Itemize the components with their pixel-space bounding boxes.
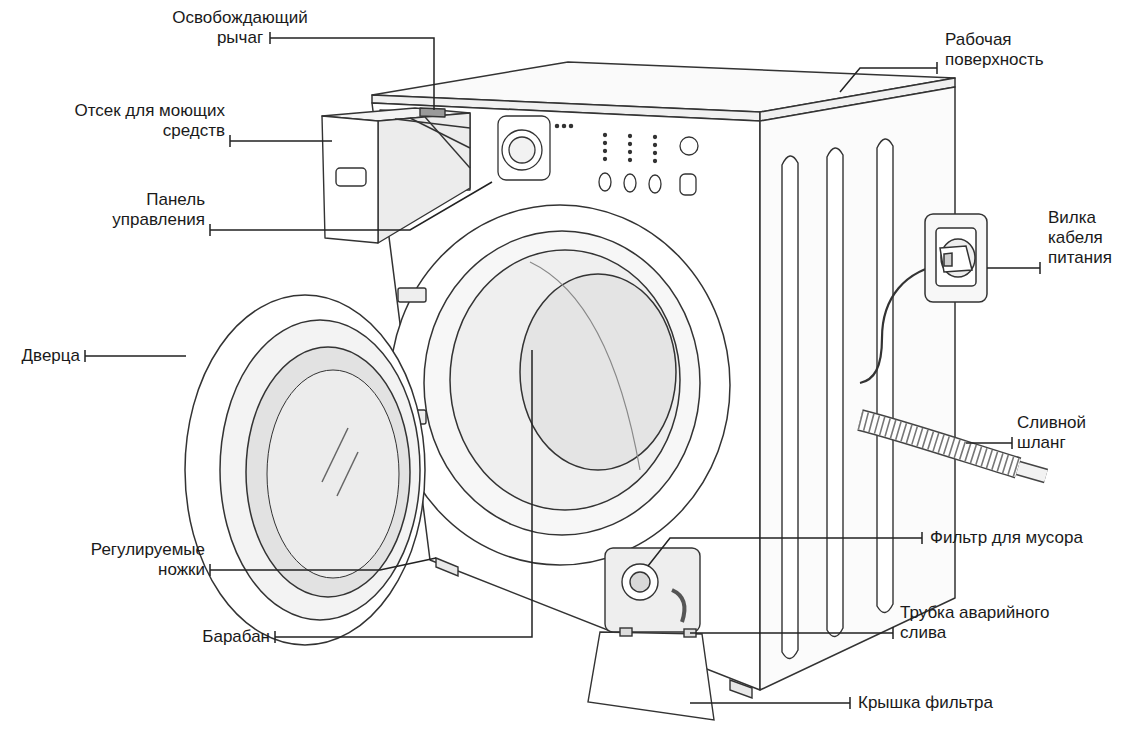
power-plug-part	[944, 253, 952, 266]
leader-lines	[85, 32, 1040, 709]
door-part	[185, 295, 425, 645]
part-label: Крышка фильтра	[858, 693, 1058, 713]
filter-part	[620, 628, 632, 636]
drum-opening-part	[520, 274, 676, 470]
drain-hose-part	[1018, 468, 1046, 476]
part-label: Сливной шланг	[1017, 413, 1112, 453]
side-ribs	[782, 139, 893, 659]
control-panel-part	[629, 151, 632, 154]
control-panel-part	[629, 143, 632, 146]
filter-part	[630, 572, 650, 592]
side-ribs-part	[782, 156, 798, 659]
control-panel	[498, 116, 698, 195]
detergent-drawer-part	[322, 116, 378, 243]
drum-opening-part	[424, 231, 700, 535]
leader-lines-part	[210, 182, 492, 236]
part-label: Дверца	[5, 346, 80, 366]
drain-hose-part	[860, 420, 1018, 468]
door-part	[267, 370, 399, 578]
control-panel-part	[624, 174, 636, 192]
control-panel-part	[555, 124, 558, 127]
drum-opening-part	[450, 250, 680, 510]
power-plug-part	[936, 228, 976, 286]
leader-lines-part	[270, 32, 434, 110]
leader-lines-part	[648, 532, 922, 566]
part-label: Трубка аварийного слива	[900, 603, 1080, 643]
control-panel-part	[498, 116, 550, 180]
side-ribs-part	[827, 148, 843, 637]
control-panel-part	[654, 144, 657, 147]
leader-lines-part	[85, 350, 186, 362]
power-plug-part	[941, 239, 975, 277]
machine-body-part	[760, 87, 955, 690]
detergent-drawer-part	[378, 113, 470, 243]
control-panel-part	[502, 130, 542, 170]
control-panel-part	[562, 124, 565, 127]
drain-hose-part	[860, 420, 1018, 468]
feet-part	[436, 558, 458, 576]
detergent-drawer-part	[420, 108, 445, 117]
part-label: Отсек для моющих средств	[20, 101, 225, 141]
drum-opening-part	[530, 262, 640, 470]
part-label: Барабан	[180, 627, 270, 647]
part-label: Освобождающий рычаг	[170, 8, 310, 48]
door-part	[246, 347, 410, 597]
machine-body-part	[372, 103, 760, 690]
leader-lines-part	[210, 558, 436, 576]
side-ribs-part	[877, 139, 893, 613]
leader-lines-part	[690, 627, 893, 639]
control-panel-part	[654, 136, 657, 139]
leader-lines-part	[230, 135, 332, 147]
part-label: Вилка кабеля питания	[1048, 208, 1133, 268]
filter-part	[588, 632, 714, 720]
control-panel-part	[680, 137, 698, 155]
leader-lines-part	[966, 437, 1012, 449]
part-label: Рабочая поверхность	[945, 30, 1080, 70]
drum-opening-part	[390, 205, 730, 565]
drum-opening	[390, 205, 730, 565]
filter-part	[672, 590, 684, 622]
machine-body	[372, 62, 955, 690]
control-panel-part	[569, 124, 572, 127]
feet-part	[730, 680, 752, 698]
control-panel-part	[509, 137, 535, 163]
control-panel-part	[604, 134, 607, 137]
door-part	[322, 428, 348, 482]
control-panel-part	[604, 142, 607, 145]
part-label: Фильтр для мусора	[930, 528, 1130, 548]
control-panel-part	[604, 158, 607, 161]
drain-hose-part	[1018, 468, 1046, 476]
control-panel-part	[654, 160, 657, 163]
power-plug-part	[940, 246, 972, 272]
control-panel-part	[654, 152, 657, 155]
leader-lines-part	[690, 697, 850, 709]
leader-lines-part	[275, 350, 532, 643]
door-hinges-part	[398, 288, 426, 302]
detergent-drawer-part	[425, 117, 470, 168]
detergent-drawer-part	[336, 168, 366, 186]
detergent-drawer	[322, 108, 470, 243]
control-panel-part	[649, 175, 661, 193]
detergent-drawer-part	[395, 119, 470, 128]
filter-part	[622, 564, 658, 600]
drain-hose-part	[860, 420, 1018, 468]
control-panel-part	[599, 173, 611, 191]
part-label: Регулируемые ножки	[45, 540, 205, 580]
door-part	[220, 320, 420, 620]
control-panel-part	[629, 135, 632, 138]
leader-lines-part	[840, 62, 937, 92]
control-panel-part	[629, 159, 632, 162]
filter	[588, 548, 714, 720]
door	[185, 295, 425, 645]
power-plug	[860, 214, 987, 383]
power-plug-part	[925, 214, 987, 302]
door-part	[337, 452, 358, 496]
control-panel-part	[604, 150, 607, 153]
part-label: Панель управления	[100, 190, 205, 230]
leader-lines-part	[987, 262, 1040, 274]
control-panel-part	[680, 174, 696, 195]
